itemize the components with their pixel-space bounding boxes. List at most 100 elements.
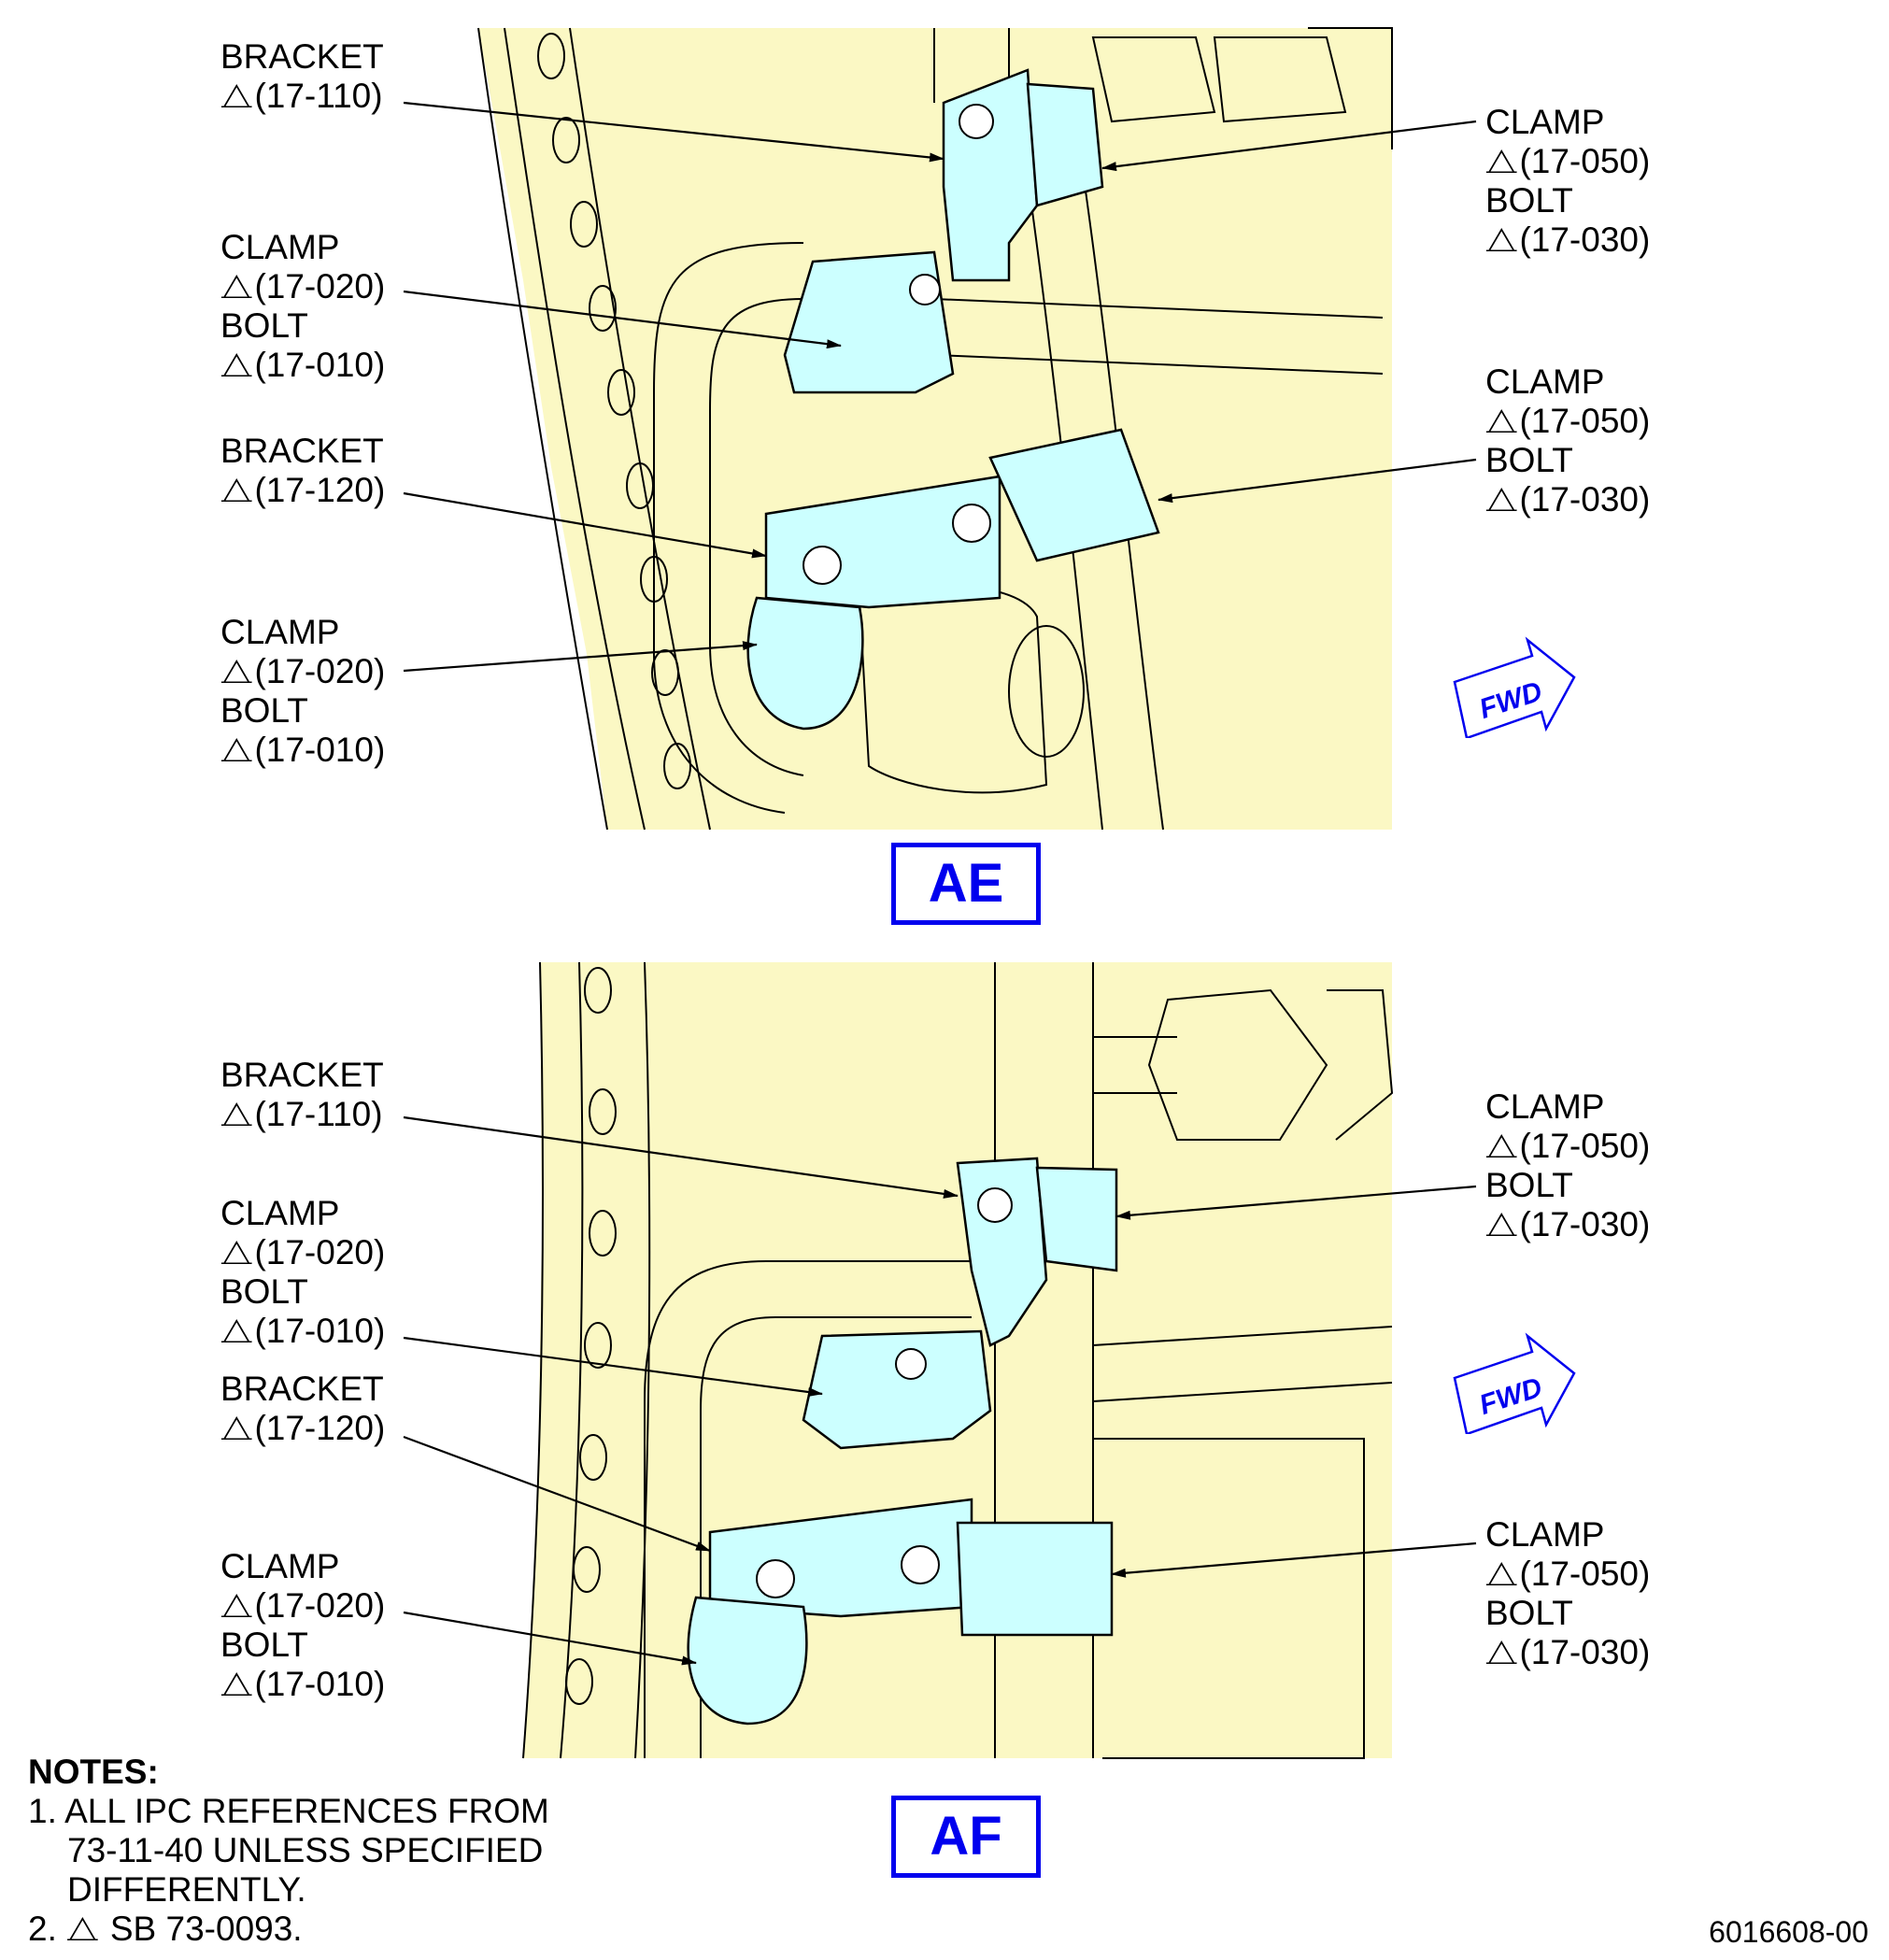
revision-triangle-icon: ⧍: [220, 346, 253, 384]
callout-line: BOLT: [1485, 181, 1573, 220]
leader-clamp-17-050-lower: [1111, 1541, 1477, 1578]
revision-triangle-icon: ⧍: [1485, 220, 1518, 259]
flange-bolt-holes: [565, 967, 617, 1705]
revision-triangle-icon: ⧍: [220, 1665, 253, 1703]
lower-clamp-17-020: [746, 596, 864, 731]
revision-triangle-icon: ⧍: [1485, 1555, 1518, 1593]
fwd-arrow-icon-ae: FWD: [1443, 635, 1584, 740]
leader-bracket-17-110: [403, 101, 944, 163]
callout-line: (17-050): [1519, 1127, 1651, 1165]
revision-triangle-icon: ⧍: [1485, 1633, 1518, 1671]
callout-line: (17-010): [254, 1665, 386, 1703]
callout-line: CLAMP: [1485, 1087, 1605, 1126]
note-1-line-1: 1. ALL IPC REFERENCES FROM: [28, 1792, 549, 1830]
lower-clamp-17-020: [687, 1596, 808, 1726]
view-label-af: AF: [891, 1796, 1041, 1878]
upper-clamp-17-050: [1035, 1166, 1118, 1272]
callout-bracket-17-110-ae: BRACKET ⧍(17-110): [220, 37, 384, 116]
callout-line: BOLT: [220, 691, 308, 730]
revision-triangle-icon: ⧍: [220, 267, 253, 305]
revision-triangle-icon: ⧍: [220, 1586, 253, 1625]
callout-line: (17-020): [254, 652, 386, 690]
callout-bracket-17-110-af: BRACKET ⧍(17-110): [220, 1056, 384, 1134]
callout-line: (17-110): [254, 1095, 383, 1133]
revision-triangle-icon: ⧍: [1485, 142, 1518, 180]
callout-clamp-bolt-upper-af: CLAMP ⧍(17-020) BOLT ⧍(17-010): [220, 1194, 385, 1351]
callout-line: BOLT: [1485, 1166, 1573, 1204]
callout-line: BOLT: [220, 1626, 308, 1664]
view-af-illustration: [0, 953, 1889, 1775]
callout-clamp-bolt-upper-right-ae: CLAMP ⧍(17-050) BOLT ⧍(17-030): [1485, 103, 1650, 260]
callout-line: (17-020): [254, 267, 386, 305]
leader-bracket-17-120: [403, 1435, 711, 1553]
callout-bracket-17-120-ae: BRACKET ⧍(17-120): [220, 432, 385, 510]
note-2: 2. ⧍ SB 73-0093.: [28, 1910, 549, 1949]
revision-triangle-icon: ⧍: [220, 1233, 253, 1271]
note-2-text: SB 73-0093.: [109, 1910, 303, 1948]
revision-triangle-icon: ⧍: [1485, 1127, 1518, 1165]
lower-clamp-17-050: [956, 1521, 1114, 1637]
callout-line: CLAMP: [220, 613, 340, 651]
revision-triangle-icon: ⧍: [220, 652, 253, 690]
callout-line: CLAMP: [1485, 362, 1605, 401]
engine-case-background: [478, 28, 1392, 830]
callout-line: (17-120): [254, 1409, 386, 1447]
leader-clamp-17-020-lower: [403, 641, 758, 673]
leader-bracket-17-120: [403, 491, 767, 559]
callout-line: CLAMP: [1485, 1515, 1605, 1554]
leader-clamp-17-050-upper: [1115, 1185, 1477, 1220]
revision-triangle-icon: ⧍: [220, 731, 253, 769]
callout-line: (17-050): [1519, 142, 1651, 180]
callout-clamp-bolt-lower-right-ae: CLAMP ⧍(17-050) BOLT ⧍(17-030): [1485, 362, 1650, 519]
leader-clamp-17-020-lower: [403, 1611, 697, 1666]
upper-clamp-17-020: [802, 1329, 992, 1450]
note-2-number: 2.: [28, 1910, 57, 1948]
callout-line: (17-010): [254, 346, 386, 384]
callout-clamp-bolt-upper-right-af: CLAMP ⧍(17-050) BOLT ⧍(17-030): [1485, 1087, 1650, 1244]
callout-line: (17-050): [1519, 1555, 1651, 1593]
callout-line: (17-020): [254, 1586, 386, 1625]
revision-triangle-icon: ⧍: [220, 1409, 253, 1447]
callout-line: (17-030): [1519, 1633, 1651, 1671]
document-number: 6016608-00: [1709, 1915, 1868, 1949]
leader-clamp-17-050-lower: [1158, 458, 1477, 504]
revision-triangle-icon: ⧍: [1485, 1205, 1518, 1243]
callout-line: BRACKET: [220, 37, 384, 76]
callout-line: BRACKET: [220, 1370, 384, 1408]
callout-line: CLAMP: [220, 228, 340, 266]
callout-line: (17-030): [1519, 220, 1651, 259]
revision-triangle-icon: ⧍: [220, 1095, 253, 1133]
callout-line: BOLT: [220, 1272, 308, 1311]
revision-triangle-icon: ⧍: [1485, 480, 1518, 518]
callout-line: (17-110): [254, 77, 383, 115]
revision-triangle-icon: ⧍: [66, 1910, 99, 1948]
leader-bracket-17-110: [403, 1115, 959, 1199]
revision-triangle-icon: ⧍: [220, 77, 253, 115]
view-label-ae: AE: [891, 843, 1041, 925]
callout-line: BOLT: [1485, 1594, 1573, 1632]
leader-clamp-17-020-upper: [403, 290, 842, 349]
callout-line: (17-020): [254, 1233, 386, 1271]
callout-clamp-bolt-lower-af: CLAMP ⧍(17-020) BOLT ⧍(17-010): [220, 1547, 385, 1704]
view-ae-illustration: [0, 0, 1889, 934]
callout-clamp-bolt-upper-ae: CLAMP ⧍(17-020) BOLT ⧍(17-010): [220, 228, 385, 385]
callout-line: BOLT: [1485, 441, 1573, 479]
leader-clamp-17-020-upper: [403, 1336, 823, 1397]
callout-clamp-bolt-lower-ae: CLAMP ⧍(17-020) BOLT ⧍(17-010): [220, 613, 385, 770]
callout-line: BOLT: [220, 306, 308, 345]
upper-clamp-17-050: [1026, 82, 1104, 207]
note-1-line-3: DIFFERENTLY.: [67, 1870, 306, 1909]
callout-line: CLAMP: [1485, 103, 1605, 141]
note-1-line-2: 73-11-40 UNLESS SPECIFIED: [67, 1831, 544, 1869]
callout-line: (17-050): [1519, 402, 1651, 440]
notes-block: NOTES: 1. ALL IPC REFERENCES FROM 73-11-…: [28, 1753, 549, 1949]
revision-triangle-icon: ⧍: [220, 1312, 253, 1350]
callout-line: (17-010): [254, 731, 386, 769]
callout-clamp-bolt-lower-right-af: CLAMP ⧍(17-050) BOLT ⧍(17-030): [1485, 1515, 1650, 1672]
leader-clamp-17-050-upper: [1101, 120, 1477, 172]
callout-line: CLAMP: [220, 1194, 340, 1232]
callout-line: (17-010): [254, 1312, 386, 1350]
callout-line: BRACKET: [220, 1056, 384, 1094]
callout-line: (17-030): [1519, 480, 1651, 518]
callout-line: CLAMP: [220, 1547, 340, 1585]
